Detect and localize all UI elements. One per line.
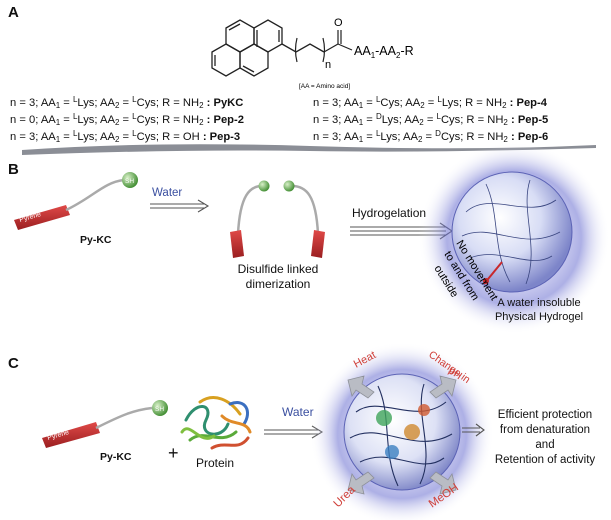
result-arrow	[462, 423, 485, 437]
disulfide-dimer	[230, 180, 325, 258]
hydrogel-sphere-b	[418, 142, 610, 334]
hydrogelation-label: Hydrogelation	[352, 206, 427, 220]
panel-label-c: C	[8, 355, 19, 372]
panel-label-a: A	[8, 4, 19, 21]
table-row-left-2: n = 0; AA1 = LLys; AA2 = LCys; R = NH2 :…	[10, 112, 244, 127]
pyrene-structure	[211, 19, 325, 77]
water-label-c: Water	[282, 405, 314, 419]
structure-n-label: n	[325, 59, 331, 71]
water-label-b: Water	[152, 187, 182, 199]
table-row-left-3: n = 3; AA1 = LLys; AA2 = LCys; R = OH : …	[10, 129, 241, 144]
protein-label: Protein	[196, 456, 235, 470]
protein-cluster	[180, 396, 252, 450]
table-row-right-1: n = 3; AA1 = LCys; AA2 = LLys; R = NH2 :…	[313, 95, 547, 110]
dimer-caption: Disulfide linked dimerization	[237, 262, 319, 291]
pykc-molecule-c	[42, 400, 168, 448]
table-row-right-3: n = 3; AA1 = LLys; AA2 = DCys; R = NH2 :…	[313, 129, 549, 144]
table-row-left-1: n = 3; AA1 = LLys; AA2 = LCys; R = NH2 :…	[10, 95, 244, 110]
stimulus-arrows	[347, 375, 457, 495]
hydrogel-caption: A water insoluble Physical Hydrogel	[494, 297, 584, 323]
structure-carbonyl-o: O	[334, 17, 343, 29]
panel-label-b: B	[8, 161, 19, 178]
sh-label-c: SH	[155, 406, 164, 413]
pykc-molecule-b	[14, 172, 138, 230]
result-caption: Efficient protection from denaturation a…	[494, 409, 596, 466]
plus-sign: +	[168, 443, 179, 463]
structure-note: [AA = Amino acid]	[299, 83, 350, 90]
panel-a-swoosh	[22, 144, 596, 155]
water-arrow-b	[150, 199, 210, 213]
pykc-label-c: Py-KC	[100, 451, 132, 463]
alkyl-chain-bracket	[294, 30, 353, 63]
pykc-label-b: Py-KC	[80, 234, 112, 246]
structure-chain-label: AA1-AA2-R	[354, 44, 414, 60]
sh-label-b: SH	[125, 178, 134, 185]
protein-hydrogel-sphere	[310, 342, 494, 520]
table-row-right-2: n = 3; AA1 = DLys; AA2 = LCys; R = NH2 :…	[313, 112, 549, 127]
